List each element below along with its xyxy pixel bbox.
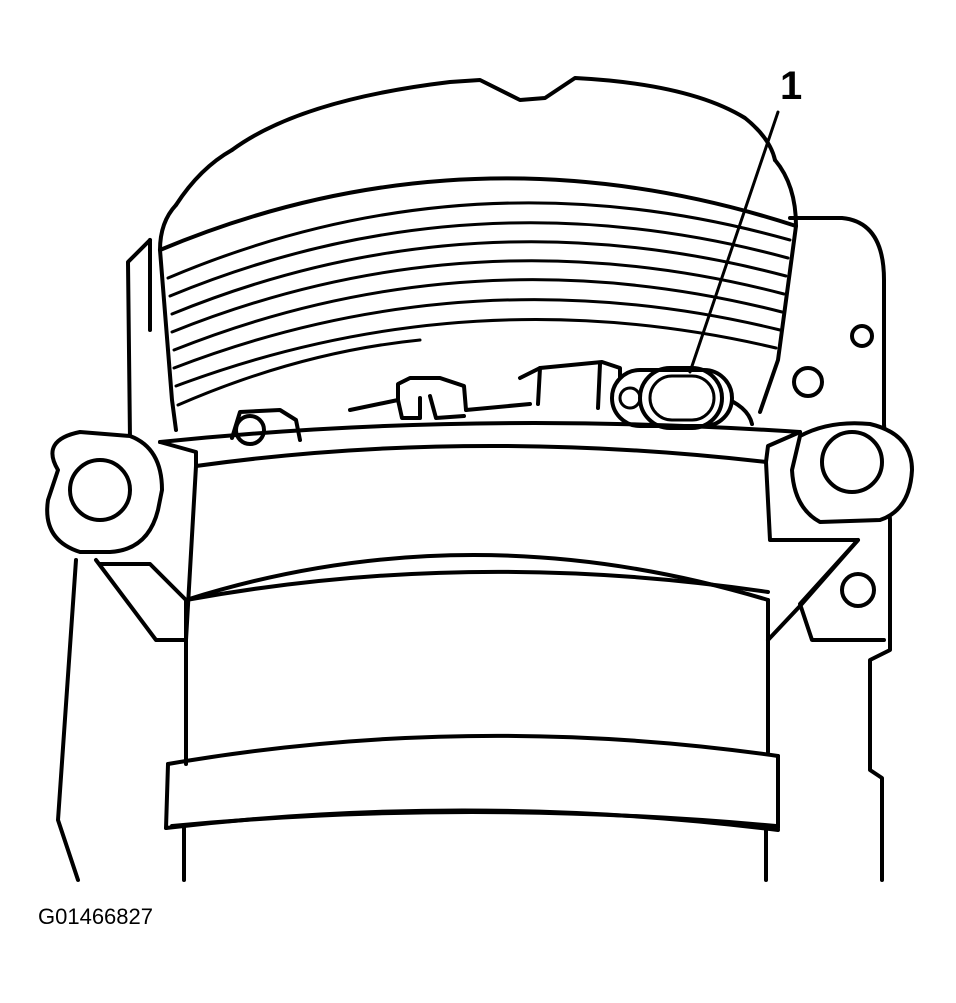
callout-1-label: 1 bbox=[780, 64, 803, 108]
callout-1-leader-line bbox=[688, 110, 780, 374]
compressor-lower-body bbox=[182, 826, 768, 882]
upper-housing-boss bbox=[850, 324, 874, 348]
figure-id: G01466827 bbox=[38, 904, 153, 929]
upper-housing-hole bbox=[792, 366, 824, 398]
pulley-grooves bbox=[158, 176, 798, 432]
right-mounting-ear bbox=[790, 421, 914, 524]
compressor-housing-outline bbox=[56, 216, 892, 882]
item-1-sensor bbox=[610, 366, 734, 430]
mounting-flange bbox=[94, 421, 886, 642]
compressor-body bbox=[184, 553, 770, 766]
compressor-band bbox=[164, 733, 780, 832]
left-mounting-ear bbox=[45, 430, 164, 554]
housing-bolt-hole bbox=[840, 572, 876, 608]
pulley-cover bbox=[158, 76, 798, 252]
